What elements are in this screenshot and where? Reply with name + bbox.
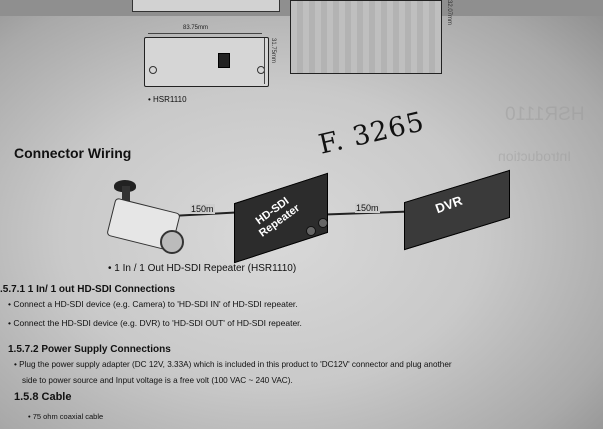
cable-length-left: 150m <box>190 204 215 214</box>
diagram-caption: • 1 In / 1 Out HD-SDI Repeater (HSR1110) <box>108 263 297 274</box>
dc-port-icon <box>218 53 230 68</box>
dvr-device-icon <box>404 169 510 251</box>
cable-heading: 1.5.8 Cable <box>14 391 72 403</box>
side-height-label: 32.07mm <box>446 0 452 26</box>
screw-icon <box>149 66 157 74</box>
device-side-view <box>290 0 442 74</box>
width-dimension-label: 83.75mm <box>183 25 209 31</box>
power-connections-heading: 1.5.7.2 Power Supply Connections <box>8 344 171 355</box>
cable-bullet: • 75 ohm coaxial cable <box>28 412 104 421</box>
camera-mount-arm-icon <box>122 186 130 208</box>
bleed-through-title: HSR1110 <box>505 104 585 125</box>
height-dimension-label: 31.75mm <box>270 38 276 64</box>
section-title: Connector Wiring <box>14 145 132 161</box>
power-connections-line-1: • Plug the power supply adapter (DC 12V,… <box>14 360 452 369</box>
model-caption: • HSR1110 <box>148 95 187 104</box>
io-connections-bullet-2: • Connect the HD-SDI device (e.g. DVR) t… <box>8 318 302 328</box>
camera-lens-icon <box>160 230 184 254</box>
height-dimension-line <box>264 38 265 84</box>
device-front-view <box>144 37 269 87</box>
bleed-through-subtitle: Introduction <box>498 148 572 164</box>
width-dimension-line <box>148 33 262 34</box>
io-connections-bullet-1: • Connect a HD-SDI device (e.g. Camera) … <box>8 299 298 309</box>
device-top-view <box>132 0 280 12</box>
cable-length-right: 150m <box>355 203 380 213</box>
io-connections-heading: .5.7.1 1 In/ 1 out HD-SDI Connections <box>0 284 176 295</box>
bnc-connector-icon <box>306 226 316 236</box>
handwritten-annotation: F. 3265 <box>315 106 428 161</box>
power-connections-line-2: side to power source and Input voltage i… <box>22 376 293 385</box>
bnc-connector-icon <box>318 218 328 228</box>
